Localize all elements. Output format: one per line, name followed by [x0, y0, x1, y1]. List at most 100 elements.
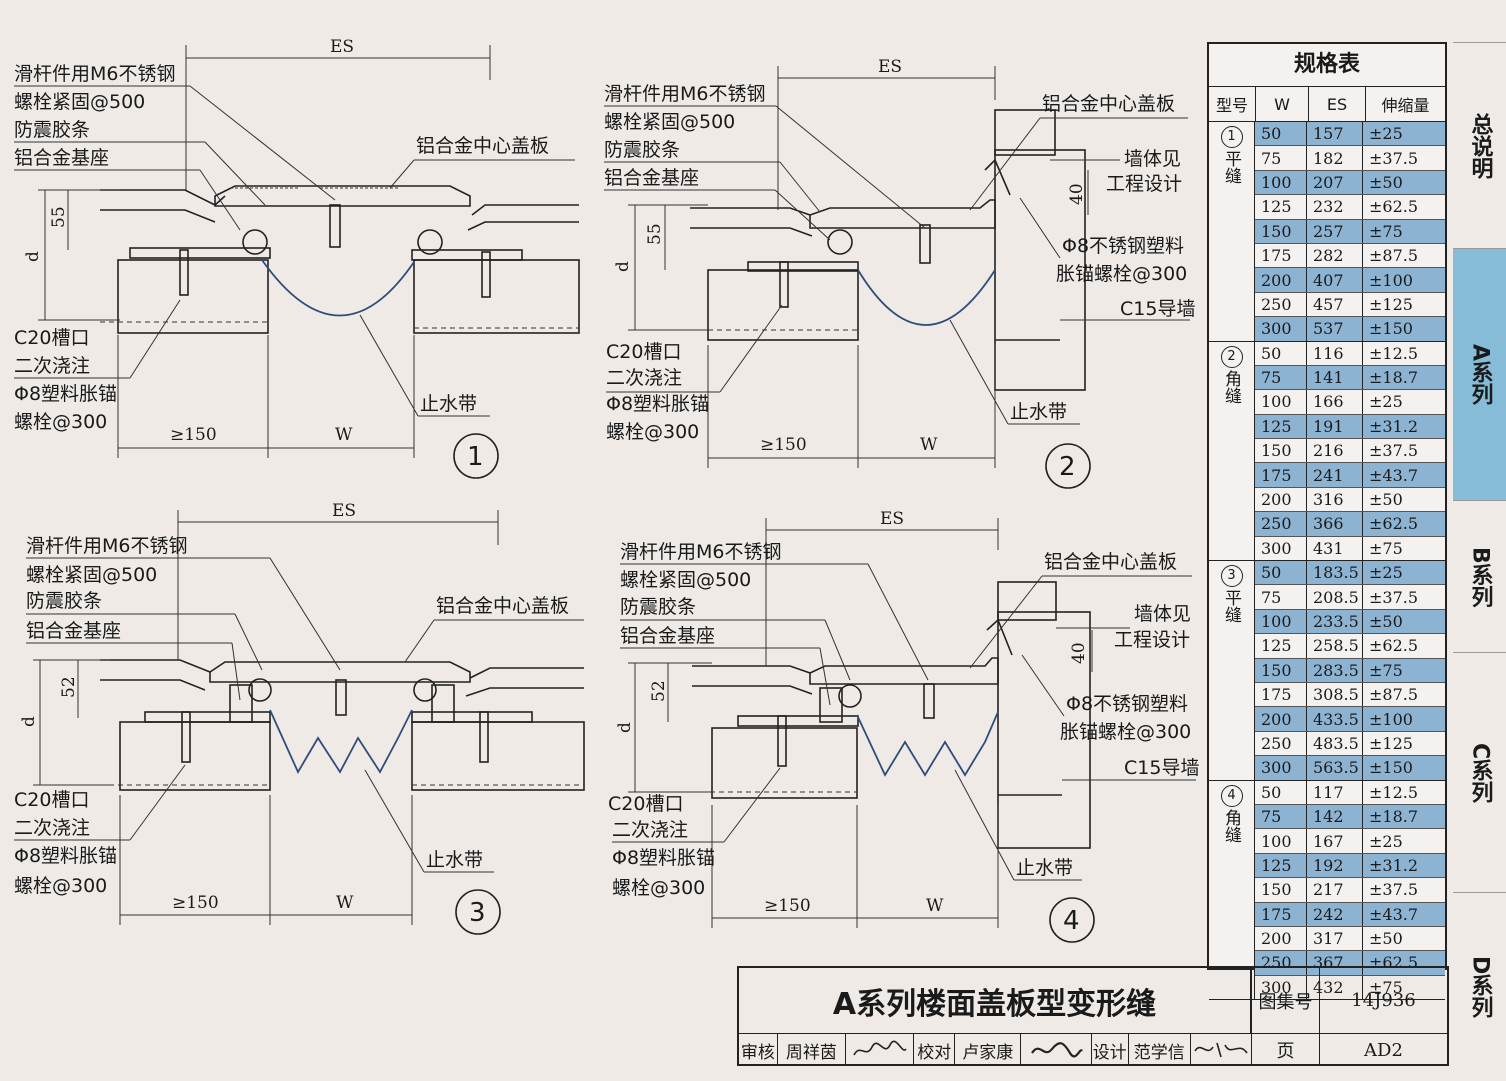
d2-dim-d: d	[613, 261, 633, 272]
cell-r: ±31.2	[1363, 853, 1445, 878]
d3-number: 3	[469, 898, 486, 928]
drawing-title: A系列楼面盖板型变形缝	[739, 968, 1251, 1034]
cell-r: ±100	[1363, 268, 1445, 292]
tab-0[interactable]: 总说明	[1453, 42, 1506, 249]
d4-label-anchor2: 螺栓@300	[612, 877, 705, 899]
d4-label-1: 滑杆件用M6不锈钢	[620, 541, 781, 563]
d3-label-grout: 二次浇注	[14, 817, 90, 839]
cell-r: ±18.7	[1363, 804, 1445, 829]
d2-label-anchor1: Φ8塑料胀锚	[606, 393, 709, 415]
d4-label-wall2: 工程设计	[1114, 629, 1190, 651]
cell-es: 142	[1307, 804, 1363, 829]
d3-label-waterstop: 止水带	[426, 849, 483, 871]
cell-r: ±43.7	[1363, 902, 1445, 926]
d2-dim-es: ES	[878, 57, 902, 77]
d2-dim-w: W	[920, 435, 938, 455]
cell-r: ±75	[1363, 219, 1445, 243]
cell-w: 300	[1255, 536, 1307, 561]
cell-r: ±100	[1363, 707, 1445, 731]
atlas-label: 图集号	[1251, 968, 1319, 1034]
review-signature-image	[853, 1040, 907, 1056]
d4-label-groove: C20槽口	[608, 793, 683, 815]
cell-es: 563.5	[1307, 756, 1363, 780]
cell-es: 242	[1307, 902, 1363, 926]
d3-label-anchor1: Φ8塑料胀锚	[14, 845, 117, 867]
cell-w: 175	[1255, 463, 1307, 487]
cell-r: ±150	[1363, 317, 1445, 341]
d4-dim-w: W	[926, 896, 944, 916]
cell-es: 208.5	[1307, 585, 1363, 609]
cell-es: 432	[1307, 975, 1363, 1000]
d2-dim-h: 55	[645, 223, 665, 245]
d2-label-2: 螺栓紧固@500	[604, 111, 735, 133]
d4-label-wall1: 墙体见	[1134, 603, 1191, 625]
cell-r: ±75	[1369, 538, 1403, 558]
cell-es: 257	[1307, 219, 1363, 243]
tab-1[interactable]: A系列	[1453, 248, 1506, 501]
cell-es: 241	[1307, 463, 1363, 487]
cell-w: 300	[1255, 975, 1307, 1000]
cell-w: 125	[1255, 195, 1307, 219]
cell-w: 300	[1255, 317, 1307, 341]
d2-label-wall1: 墙体见	[1124, 148, 1181, 170]
cell-es: 366	[1307, 512, 1363, 536]
cell-es: 407	[1307, 268, 1363, 292]
cell-es: 192	[1307, 853, 1363, 878]
cell-w: 150	[1255, 439, 1307, 463]
cell-w: 150	[1255, 658, 1307, 682]
cell-r: ±62.5	[1363, 512, 1445, 536]
d4-dim-h: 52	[649, 680, 669, 702]
cell-r: ±31.2	[1363, 414, 1445, 439]
cell-r: ±25	[1369, 831, 1403, 851]
design-name: 范学信	[1129, 1034, 1191, 1066]
signature-row: 审核 周祥茵 校对 卢家康 设计 范学信	[739, 1034, 1251, 1066]
page-label: 页	[1251, 1034, 1319, 1066]
d4-label-guide: C15导墙	[1124, 757, 1199, 779]
d3-dim-w: W	[336, 893, 354, 913]
tab-2[interactable]: B系列	[1453, 500, 1506, 653]
cell-es: 191	[1307, 414, 1363, 439]
cell-r: ±43.7	[1363, 463, 1445, 487]
d1-label-3: 防震胶条	[14, 119, 90, 141]
cell-w: 75	[1255, 585, 1307, 609]
design-signature	[1191, 1034, 1251, 1066]
cell-w: 50	[1255, 561, 1307, 585]
d4-label-bolt2: 胀锚螺栓@300	[1060, 721, 1191, 743]
d2-label-bolt2: 胀锚螺栓@300	[1056, 263, 1187, 285]
cell-w: 175	[1255, 243, 1307, 268]
page-value: AD2	[1319, 1034, 1447, 1066]
d1-dim-w: W	[335, 425, 353, 445]
cell-r: ±125	[1369, 733, 1413, 753]
check-signature-image	[1031, 1042, 1084, 1058]
d4-number: 4	[1063, 906, 1080, 936]
design-label: 设计	[1092, 1034, 1129, 1066]
d4-label-3: 防震胶条	[620, 596, 696, 618]
d2-label-waterstop: 止水带	[1010, 401, 1067, 423]
cell-es: 483.5	[1307, 731, 1363, 756]
cell-es: 317	[1307, 926, 1363, 951]
tab-3[interactable]: C系列	[1453, 652, 1506, 893]
cell-es: 167	[1307, 829, 1363, 853]
d4-label-cover: 铝合金中心盖板	[1044, 551, 1177, 573]
cell-r: ±37.5	[1369, 880, 1419, 900]
cell-w: 125	[1255, 414, 1307, 439]
cell-es: 233.5	[1307, 609, 1363, 634]
tab-4[interactable]: D系列	[1453, 892, 1506, 1081]
